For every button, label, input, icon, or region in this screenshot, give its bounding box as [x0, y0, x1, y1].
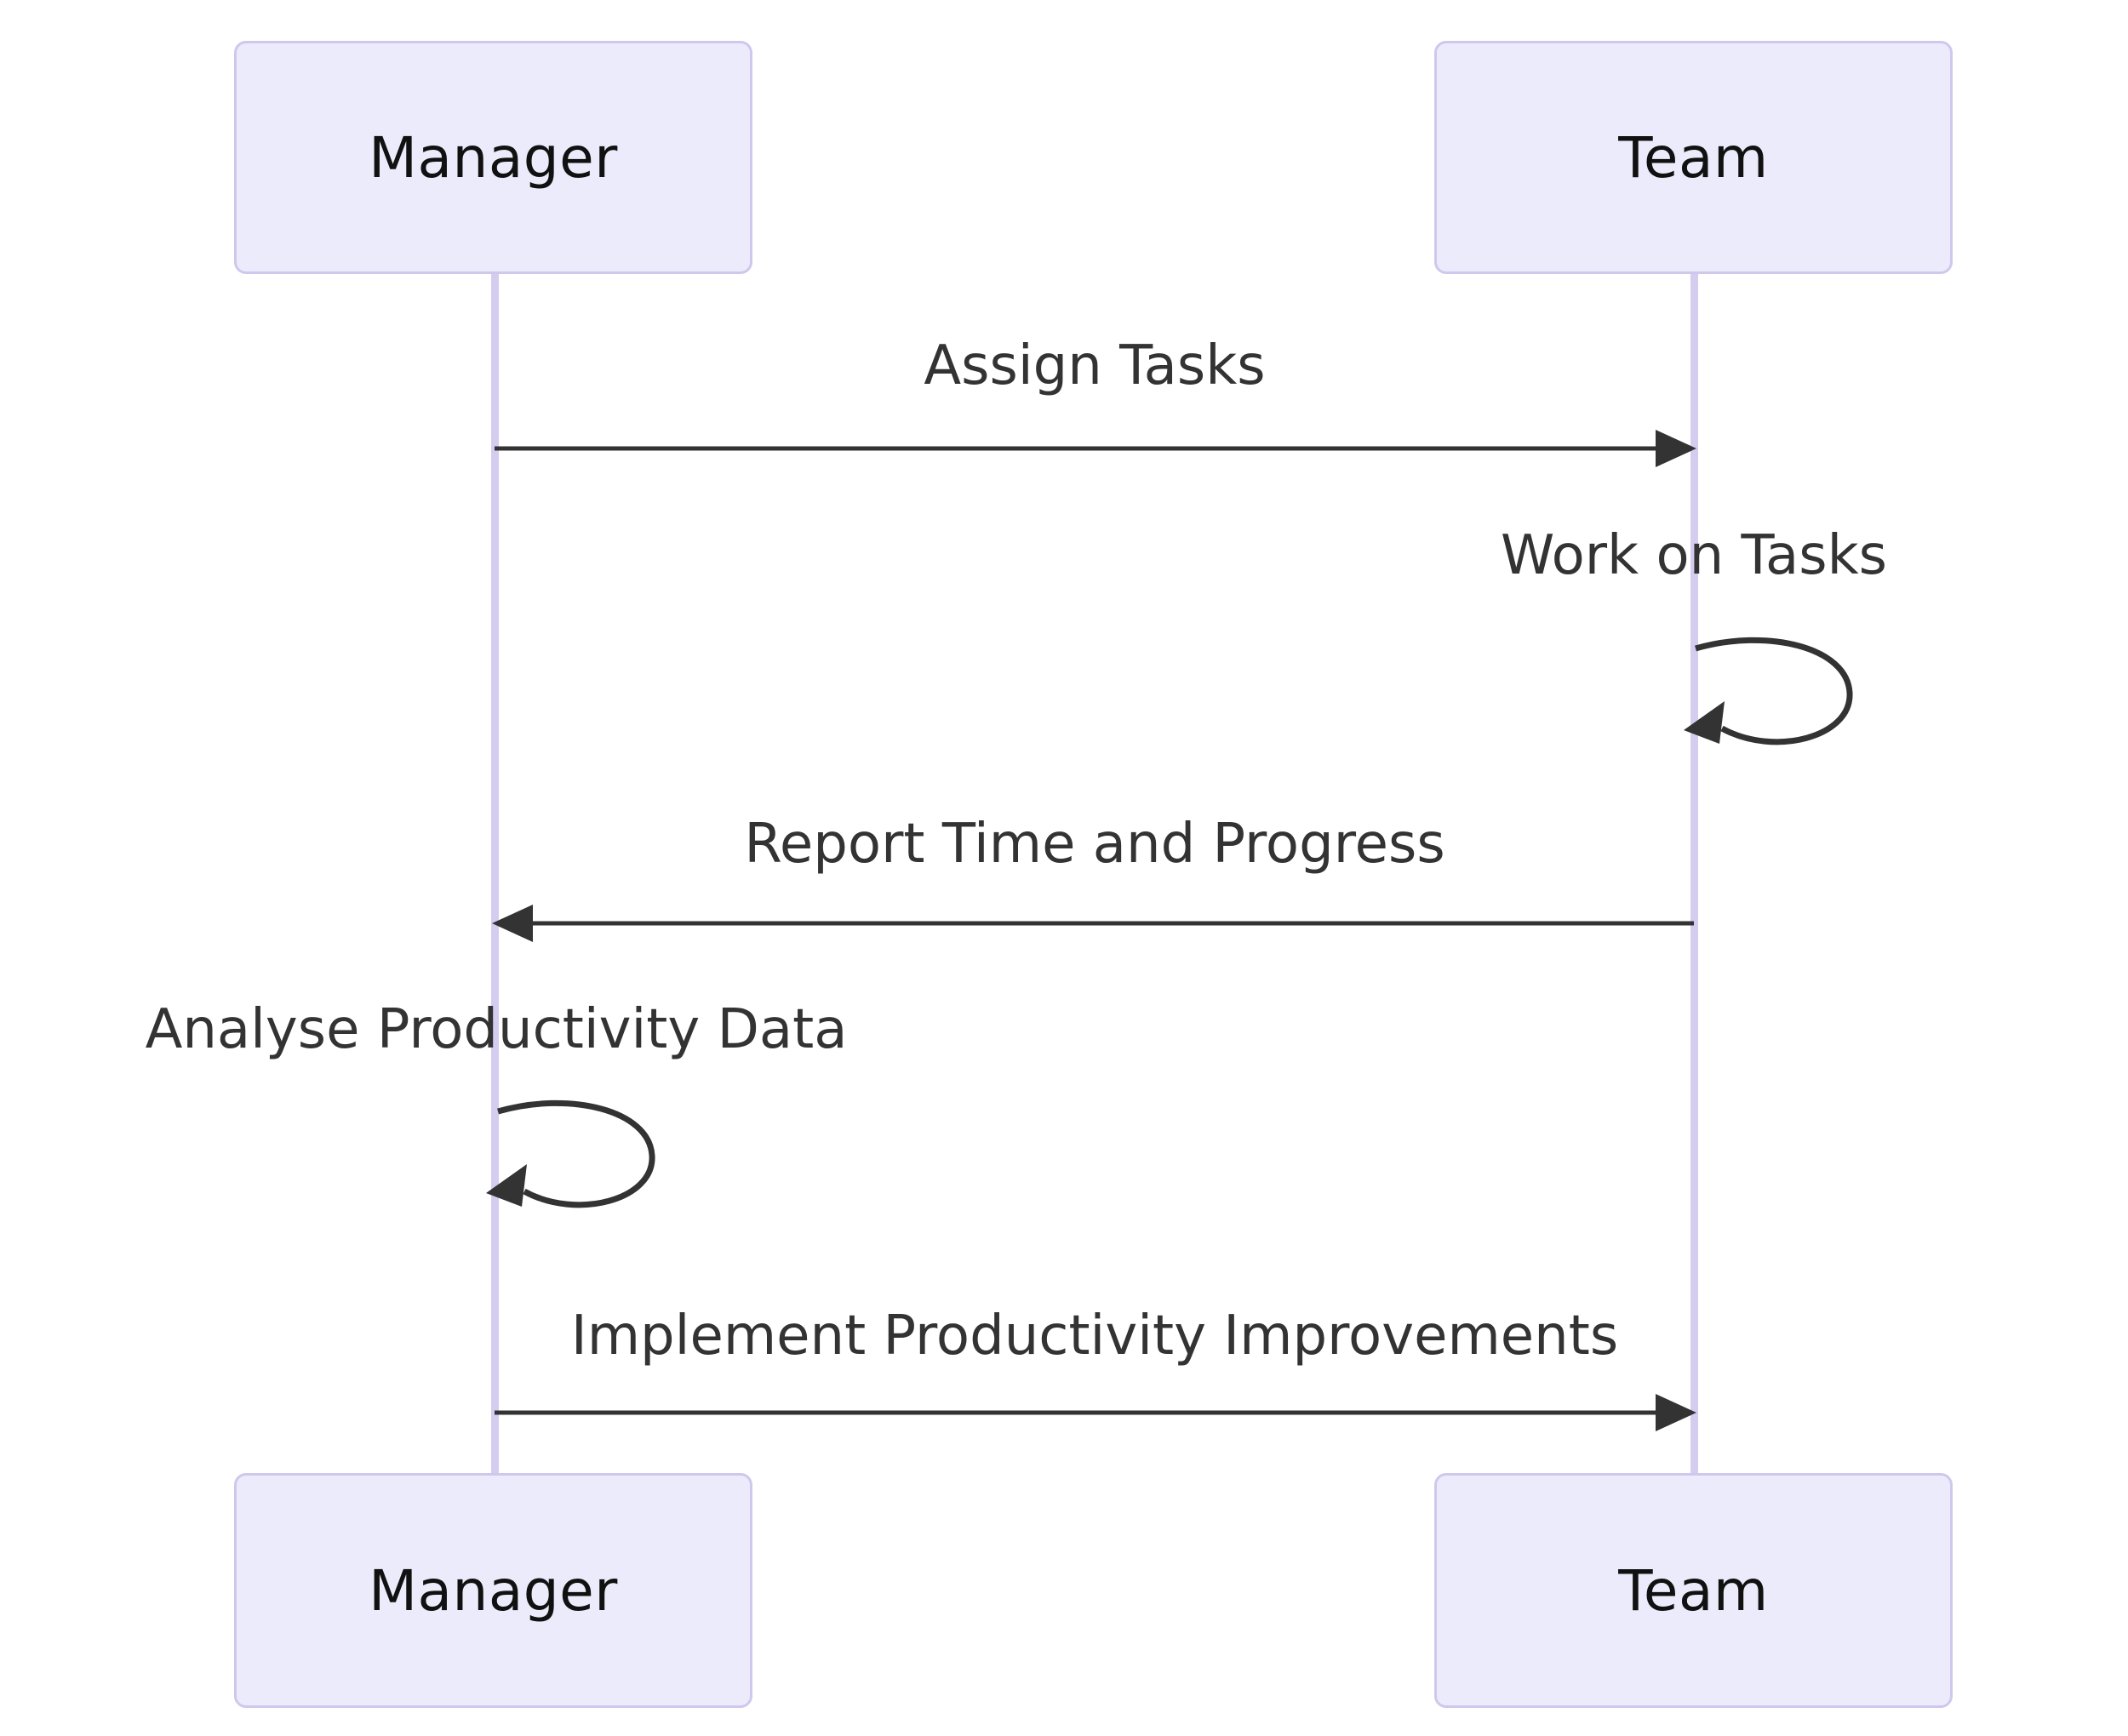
lifeline-team	[1690, 266, 1698, 1481]
actor-label-manager-bottom: Manager	[369, 1557, 618, 1624]
analyse-productivity-loop-path	[497, 1099, 655, 1208]
actor-label-manager-top: Manager	[369, 124, 618, 191]
message-label-assign-tasks: Assign Tasks	[924, 334, 1266, 397]
message-label-implement-improvements: Implement Productivity Improvements	[570, 1305, 1619, 1368]
message-label-report-time: Report Time and Progress	[744, 813, 1445, 876]
lifeline-manager	[491, 266, 499, 1481]
work-on-tasks-loop-path	[1695, 637, 1853, 745]
message-label-analyse-productivity: Analyse Productivity Data	[145, 998, 848, 1061]
work-on-tasks-self-loop	[1684, 637, 1853, 745]
actor-box-team-top: Team	[1434, 41, 1953, 274]
actor-box-team-bottom: Team	[1434, 1473, 1953, 1708]
analyse-productivity-self-loop	[486, 1099, 655, 1208]
actor-box-manager-top: Manager	[234, 41, 752, 274]
actor-label-team-top: Team	[1618, 124, 1769, 191]
actor-label-team-bottom: Team	[1618, 1557, 1769, 1624]
actor-box-manager-bottom: Manager	[234, 1473, 752, 1708]
message-label-work-on-tasks: Work on Tasks	[1501, 524, 1887, 587]
